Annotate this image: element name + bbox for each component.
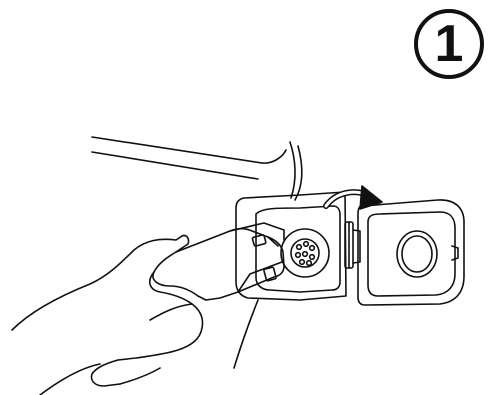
charge-flap-icon xyxy=(358,200,464,305)
charge-port-recess xyxy=(236,192,346,300)
hand-illustration xyxy=(12,235,206,395)
charging-plug-icon xyxy=(176,223,284,300)
charging-port-icon xyxy=(281,229,329,277)
vehicle-body-lines xyxy=(92,137,302,368)
